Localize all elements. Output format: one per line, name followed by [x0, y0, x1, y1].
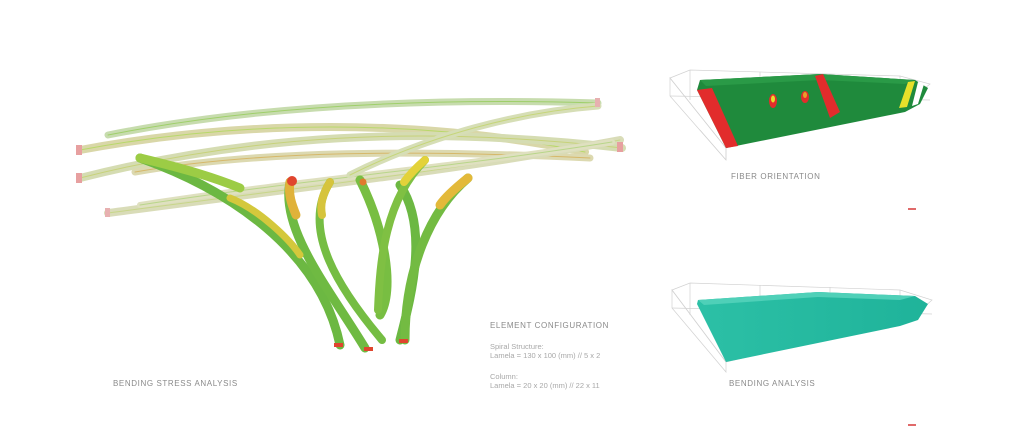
fiber-edge-mid [815, 74, 840, 118]
config-group-column: Column: Lamela = 20 x 20 (mm) // 22 x 11 [490, 372, 609, 390]
config-group-name: Column: [490, 372, 518, 381]
bending-surface [697, 292, 928, 362]
bending-stress-model [76, 98, 626, 353]
configuration-title: ELEMENT CONFIGURATION [490, 321, 609, 330]
bending-stress-label: BENDING STRESS ANALYSIS [113, 379, 238, 388]
config-group-spiral: Spiral Structure: Lamela = 130 x 100 (mm… [490, 342, 609, 360]
bending-analysis-model [671, 282, 933, 426]
scale-mark [908, 208, 916, 210]
config-group-spec: Lamela = 130 x 100 (mm) // 5 x 2 [490, 351, 601, 360]
spiral-beams [76, 98, 626, 217]
columns [135, 153, 473, 353]
fiber-orientation-label: FIBER ORIENTATION [731, 172, 821, 181]
fiber-base-wire [699, 129, 727, 161]
config-group-spec: Lamela = 20 x 20 (mm) // 22 x 11 [490, 381, 600, 390]
fiber-knots [769, 91, 809, 108]
fiber-edge-left [697, 88, 738, 148]
scale-mark-2 [908, 424, 916, 426]
column-1 [135, 153, 345, 350]
config-group-name: Spiral Structure: [490, 342, 544, 351]
fiber-orientation-model [669, 69, 931, 210]
fiber-surface [697, 74, 928, 148]
element-configuration: ELEMENT CONFIGURATION Spiral Structure: … [490, 321, 609, 402]
fiber-accent-yellow [899, 81, 915, 108]
bending-analysis-label: BENDING ANALYSIS [729, 379, 816, 388]
